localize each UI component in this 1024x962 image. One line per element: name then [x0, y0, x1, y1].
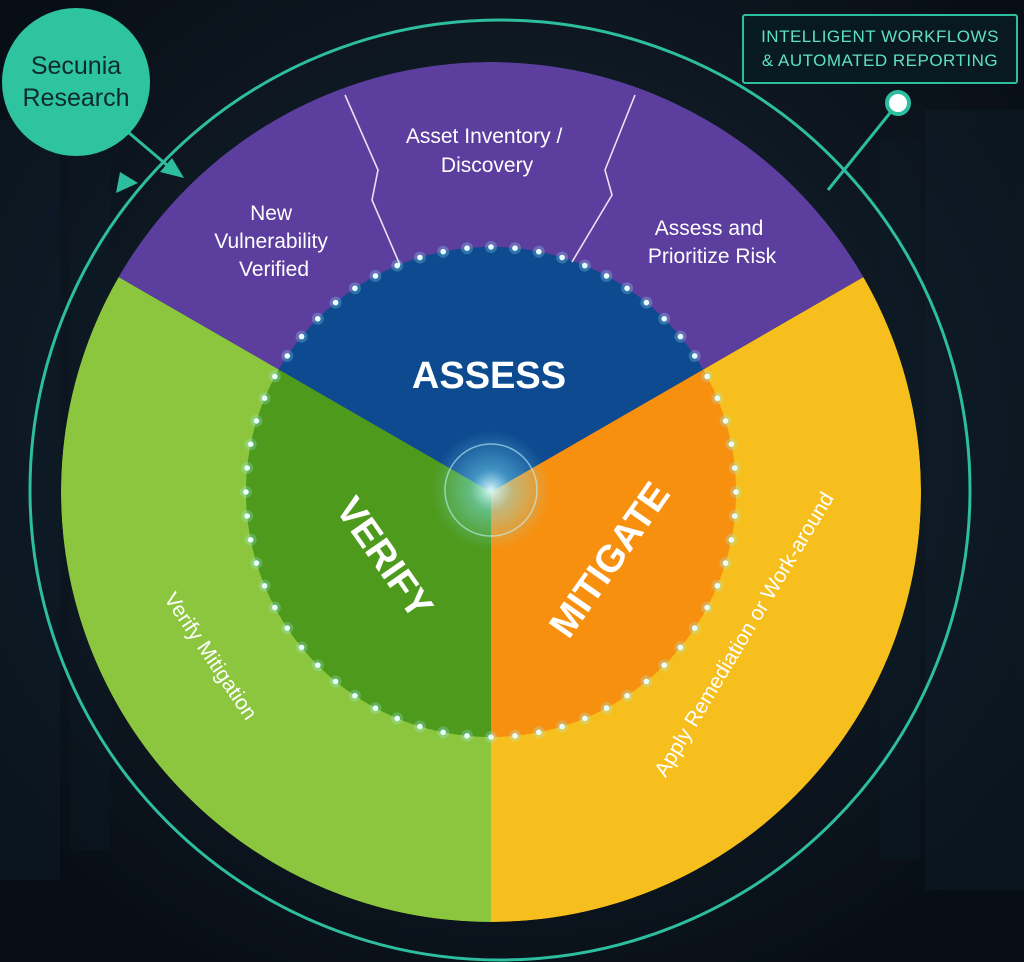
- glow-dot: [464, 733, 470, 739]
- glow-dot: [284, 353, 291, 359]
- glow-dot: [488, 734, 494, 740]
- glow-dot: [464, 245, 470, 251]
- glow-dot: [352, 285, 358, 292]
- glow-dot: [704, 373, 710, 380]
- glow-dot: [559, 254, 565, 261]
- wheel: [61, 62, 921, 922]
- glow-dot: [253, 560, 260, 566]
- glow-dot: [315, 662, 321, 668]
- glow-dot: [372, 705, 379, 711]
- glow-dot: [691, 625, 698, 631]
- glow-dot: [332, 678, 339, 685]
- assess-title: ASSESS: [412, 355, 566, 397]
- glow-dot: [247, 537, 254, 543]
- glow-dot: [661, 662, 667, 668]
- glow-dot: [488, 244, 494, 250]
- glow-dot: [624, 285, 630, 292]
- glow-dot: [722, 418, 729, 424]
- step-asset-inventory: Asset Inventory / Discovery: [406, 125, 568, 177]
- verify-segment-inner[interactable]: [245, 369, 491, 738]
- secunia-research-badge[interactable]: Secunia Research: [2, 8, 150, 156]
- glow-dot: [603, 273, 610, 279]
- glow-dot: [261, 583, 268, 589]
- glow-dot: [732, 513, 738, 519]
- glow-dot: [582, 262, 588, 269]
- glow-dot: [512, 245, 518, 251]
- glow-dot: [733, 489, 739, 495]
- workflow-badge-line1: INTELLIGENT WORKFLOWS: [761, 27, 999, 46]
- glow-dot: [732, 465, 738, 471]
- workflow-connector-dot: [885, 90, 911, 116]
- glow-dot: [536, 729, 542, 736]
- glow-dot: [603, 705, 610, 711]
- glow-dot: [417, 254, 423, 261]
- center-core-ring: [444, 443, 538, 537]
- glow-dot: [417, 723, 423, 730]
- glow-dot: [677, 644, 684, 651]
- inner-glow-dots: [240, 241, 742, 743]
- glow-dot: [643, 299, 650, 306]
- workflow-badge-line2: & AUTOMATED REPORTING: [761, 51, 999, 70]
- glow-dot: [284, 625, 291, 631]
- mitigate-segment-inner[interactable]: [491, 369, 737, 738]
- glow-dot: [624, 692, 630, 699]
- step-assess-prioritize: Assess and Prioritize Risk: [648, 217, 777, 268]
- glow-dot: [559, 723, 565, 730]
- glow-dot: [661, 316, 667, 322]
- glow-dot: [261, 395, 268, 402]
- glow-dot: [704, 604, 710, 611]
- glow-dot: [394, 262, 401, 269]
- glow-dot: [728, 441, 735, 448]
- step-new-vulnerability: New Vulnerability Verified: [214, 202, 333, 281]
- research-arrows: [116, 130, 184, 193]
- assess-segment-inner[interactable]: [278, 246, 704, 492]
- glow-dot: [536, 248, 542, 255]
- glow-dot: [691, 353, 698, 359]
- arrow-head-icon-2: [116, 172, 138, 193]
- glow-dot: [272, 373, 278, 380]
- glow-dot: [244, 465, 250, 471]
- workflow-badge[interactable]: INTELLIGENT WORKFLOWS & AUTOMATED REPORT…: [742, 14, 1018, 84]
- glow-dot: [315, 316, 321, 322]
- glow-dot: [352, 692, 358, 699]
- research-badge-line1: Secunia: [30, 52, 122, 80]
- glow-dot: [714, 395, 721, 402]
- glow-dot: [253, 418, 260, 424]
- glow-dot: [298, 644, 305, 651]
- glow-dot: [728, 537, 735, 543]
- glow-dot: [247, 441, 254, 448]
- assess-step-dividers: [344, 94, 636, 266]
- glow-dot: [440, 248, 447, 255]
- outer-ring: [28, 18, 972, 962]
- workflow-connector-line: [826, 102, 900, 191]
- glow-dot: [722, 560, 729, 566]
- glow-dot: [677, 333, 684, 340]
- glow-dot: [714, 583, 721, 589]
- glow-dot: [394, 715, 401, 722]
- center-core-glow: [431, 430, 551, 550]
- research-badge-line2: Research: [22, 84, 130, 112]
- glow-dot: [298, 333, 305, 340]
- glow-dot: [243, 489, 249, 495]
- glow-dot: [372, 273, 379, 279]
- glow-dot: [643, 678, 650, 685]
- arrow-head-icon: [160, 158, 184, 178]
- glow-dot: [582, 715, 588, 722]
- glow-dot: [272, 604, 278, 611]
- glow-dot: [512, 733, 518, 739]
- glow-dot: [440, 729, 447, 736]
- glow-dot: [332, 299, 339, 306]
- glow-dot: [244, 513, 250, 519]
